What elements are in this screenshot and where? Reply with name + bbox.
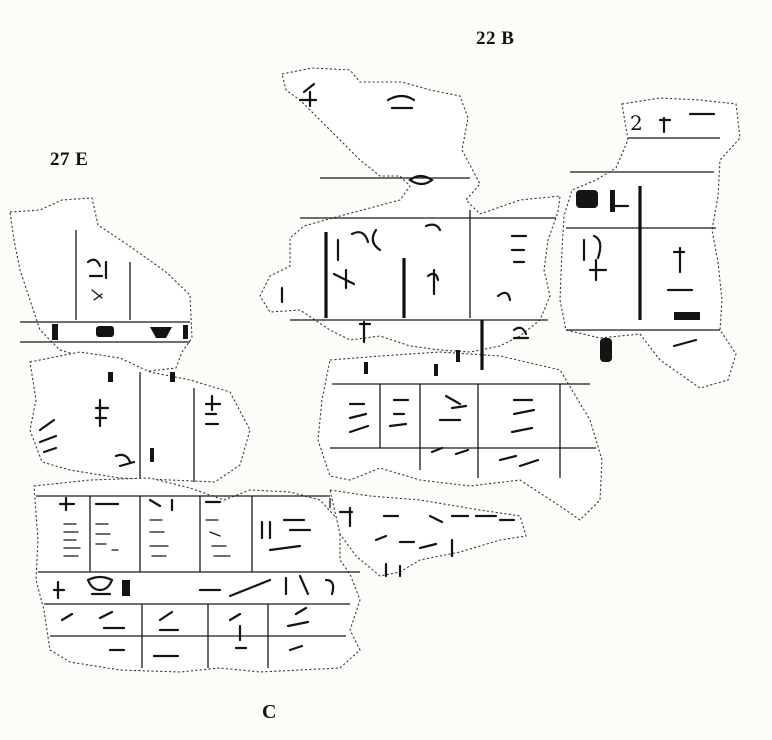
- fragment-22b-right: 2: [559, 97, 741, 389]
- plate-label-c: C: [262, 701, 277, 723]
- fragment-c: [33, 477, 527, 673]
- fragment-22b-main: [259, 67, 603, 521]
- fragment-label-27e: 27 E: [50, 149, 89, 170]
- fragment-27e: [9, 197, 251, 483]
- fragment-label-22b: 22 B: [476, 28, 515, 49]
- svg-text:2: 2: [630, 111, 643, 135]
